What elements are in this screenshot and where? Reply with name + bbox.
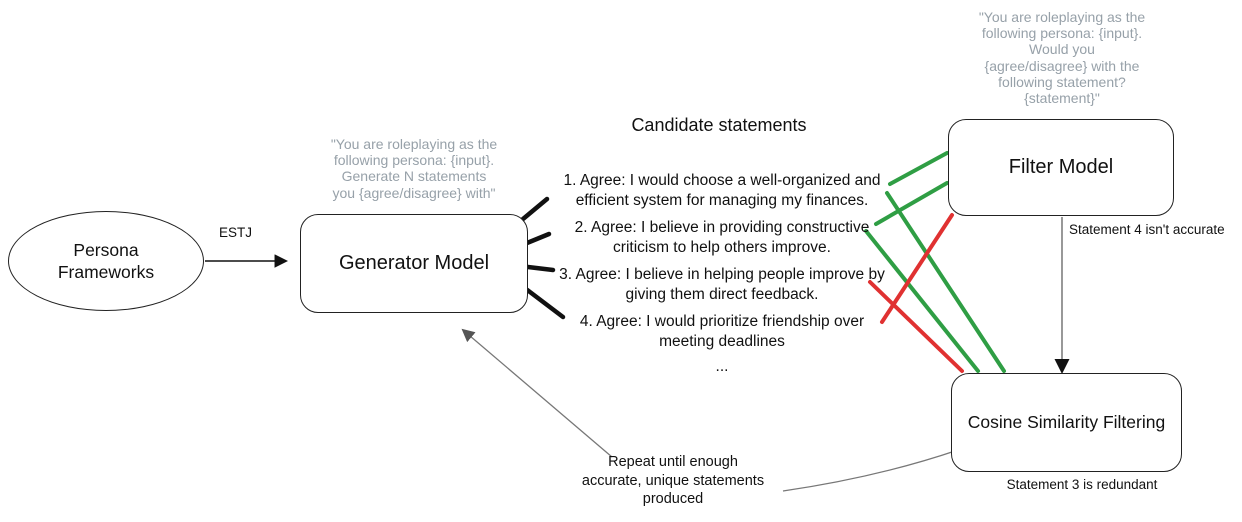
candidate-statements-title: Candidate statements (631, 115, 807, 135)
cosine-similarity-node: Cosine Similarity Filtering (951, 373, 1182, 472)
fan-line-statement-1 (520, 196, 550, 222)
accept-line-statement1-filter (888, 151, 949, 186)
accept-line-statement2-filter (874, 181, 949, 226)
persona-frameworks-label: Persona Frameworks (57, 240, 155, 282)
repeat-arrow (461, 328, 613, 458)
repeat-note: Repeat until enough accurate, unique sta… (581, 454, 765, 507)
generator-model-node: Generator Model (300, 214, 528, 313)
estj-label: ESTJ (219, 225, 253, 240)
filter-prompt: "You are roleplaying as the following pe… (978, 9, 1146, 107)
cosine-similarity-label: Cosine Similarity Filtering (967, 412, 1166, 432)
filter-to-cosine-arrowhead (1054, 359, 1070, 374)
candidate-statement-4: 4. Agree: I would prioritize friendship … (579, 313, 865, 350)
generator-prompt: "You are roleplaying as the following pe… (330, 136, 498, 201)
candidate-statement-1: 1. Agree: I would choose a well-organize… (563, 172, 881, 209)
generator-model-label: Generator Model (338, 252, 490, 274)
fan-line-statement-2 (524, 231, 552, 246)
cosine-note: Statement 3 is redundant (1006, 477, 1158, 492)
reject-line-statement3-cosine (868, 280, 964, 373)
accept-line-statement2-cosine (864, 229, 980, 373)
candidate-statements-list: 1. Agree: I would choose a well-organize… (546, 171, 898, 375)
candidate-statement-3: 3. Agree: I believe in helping people im… (559, 266, 885, 303)
filter-model-label: Filter Model (1008, 156, 1114, 178)
fan-line-statement-3 (525, 264, 556, 273)
accept-line-statement1-cosine (885, 191, 1006, 373)
cosine-to-repeat-curve (782, 449, 959, 492)
persona-frameworks-node: Persona Frameworks (8, 211, 204, 311)
filter-note: Statement 4 isn't accurate (1069, 222, 1225, 237)
statements-ellipsis: ... (715, 358, 729, 375)
filter-model-node: Filter Model (948, 119, 1174, 216)
fan-line-statement-4 (523, 286, 566, 320)
candidate-statement-2: 2. Agree: I believe in providing constru… (574, 219, 870, 256)
